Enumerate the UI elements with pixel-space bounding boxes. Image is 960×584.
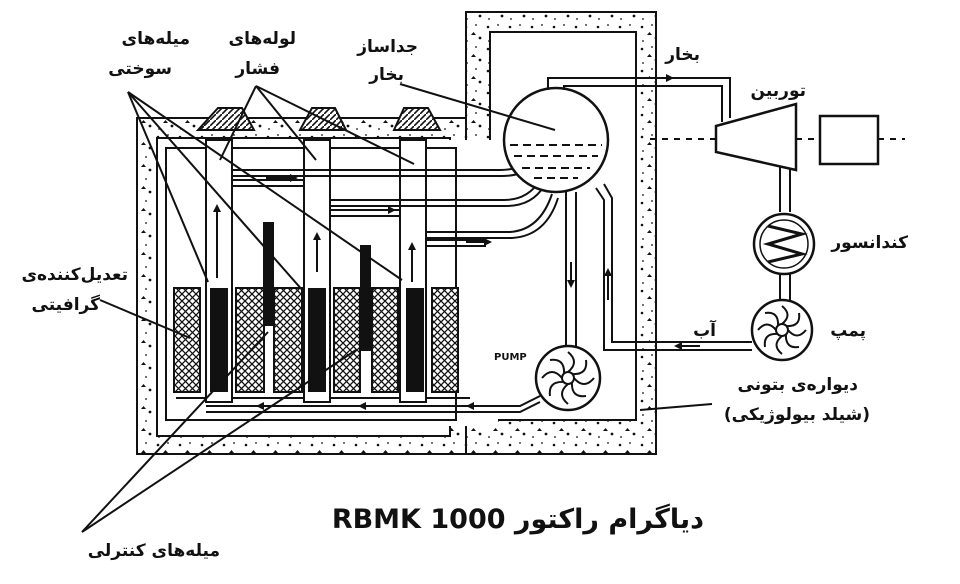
steam-line — [640, 74, 731, 122]
pressure-tubes-label: لوله‌های فشار — [229, 29, 297, 79]
concrete-wall-label-line-2: (شیلد بیولوژیکی) — [724, 405, 870, 425]
main-circulation-pump — [504, 344, 602, 413]
diagram-title: دیاگرام راکتور RBMK 1000 — [332, 503, 704, 535]
steam-separator-label: جداساز بخار — [356, 37, 418, 85]
control-rods-label: میله‌های کنترلی — [88, 541, 220, 561]
feedwater-riser — [595, 183, 752, 351]
control-rods — [263, 222, 371, 351]
core-flow-arrows — [266, 174, 492, 246]
steam-separator-label-line-1: جداساز — [356, 37, 418, 57]
steam-separator-label-line-2: بخار — [368, 65, 404, 85]
fuel-rods-label: میله‌های سوختی — [108, 29, 190, 79]
turbine — [650, 102, 905, 172]
leader-lines — [81, 83, 713, 533]
condenser — [752, 212, 816, 302]
turbine-label: توربین — [751, 81, 806, 101]
pressure-tubes-label-line-1: لوله‌های — [229, 29, 297, 49]
concrete-wall-label: دیواره‌ی بتونی (شیلد بیولوژیکی) — [724, 375, 870, 425]
feedwater-pump — [750, 298, 814, 362]
graphite-moderator-blocks — [173, 287, 459, 393]
pressure-tubes-label-line-2: فشار — [234, 59, 280, 79]
fuel-rods-label-line-1: میله‌های — [122, 29, 190, 49]
core-caps — [195, 107, 442, 131]
moderator-label-line-1: تعدیل‌کننده‌ی — [21, 265, 128, 285]
steam-separator-drum — [502, 77, 640, 194]
water-label: آب — [693, 319, 717, 341]
steam-label: بخار — [664, 45, 700, 65]
upflow-arrows — [213, 204, 416, 282]
bottom-inlet — [206, 402, 504, 413]
moderator-label: تعدیل‌کننده‌ی گرافیتی — [21, 265, 128, 315]
turbine-to-condenser — [779, 166, 791, 212]
downcomer — [565, 192, 577, 350]
fuel-rods-label-line-2: سوختی — [108, 59, 172, 79]
moderator-label-line-2: گرافیتی — [32, 294, 101, 315]
fuel-rods — [210, 288, 424, 392]
condenser-label: کندانسور — [830, 233, 908, 253]
concrete-wall-label-line-1: دیواره‌ی بتونی — [738, 375, 859, 395]
pump-word: PUMP — [494, 352, 527, 363]
pump-label: پمپ — [830, 321, 866, 341]
